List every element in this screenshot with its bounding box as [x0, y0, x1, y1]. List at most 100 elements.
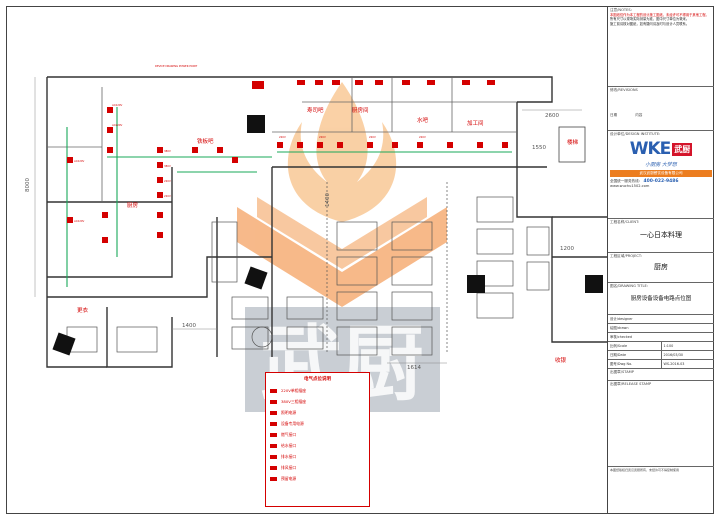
- watermark-chevron-inner-icon: [257, 197, 427, 269]
- company-name: 武汉武厨餐饮设备有限公司: [610, 170, 712, 177]
- legend-item: 燃气接口: [270, 429, 365, 440]
- svg-text:380V: 380V: [164, 149, 171, 153]
- project-cell: 工程名称/CLIENT: 一心日本料理: [608, 219, 714, 253]
- phone-label: 全国统一服务热线：: [610, 179, 643, 183]
- legend-title: 电气点位说明: [304, 377, 331, 382]
- company-logo: WKE 武厨: [610, 137, 712, 161]
- legend-item: 排风接口: [270, 462, 365, 473]
- stamp-cell: 出图章/STAMP: [608, 369, 714, 381]
- logo-slogan: 小厨房 大梦想: [645, 162, 677, 168]
- legend-swatch-icon: [270, 465, 277, 470]
- svg-text:220V: 220V: [319, 135, 326, 139]
- legend-swatch-icon: [270, 399, 277, 404]
- room-oil-area: 铁板吧: [197, 137, 214, 145]
- stamp-label: 出图章/STAMP: [610, 370, 634, 374]
- project-name: 一心日本料理: [640, 231, 682, 239]
- partitions: [47, 77, 517, 202]
- room-cashier: 收银: [555, 356, 567, 364]
- room-water-bar: 水吧: [417, 116, 429, 124]
- svg-text:220V: 220V: [164, 194, 171, 198]
- legend-item-label: 预留电源: [281, 476, 297, 481]
- legend-swatch-icon: [270, 421, 277, 426]
- legend-item: 预留电源: [270, 473, 365, 484]
- watermark-logo: [237, 82, 447, 412]
- designer-label: 设计/designer: [610, 317, 633, 321]
- dim-left: 8000: [25, 178, 31, 192]
- dining-tables: [66, 182, 550, 356]
- revision-col-content: 内容: [635, 113, 643, 117]
- seal-cell: 出图章/RELEASE STAMP: [608, 381, 714, 467]
- svg-text:220V: 220V: [164, 179, 171, 183]
- drawing-sheet: 武厨: [6, 6, 714, 514]
- logo-badge: 武厨: [672, 142, 693, 156]
- room-changing: 更衣: [77, 306, 89, 314]
- legend-box: 电气点位说明 220V单相插座 380V三相插座照明电源设备专用电源燃气接口给水接…: [265, 372, 370, 507]
- svg-text:220V: 220V: [369, 135, 376, 139]
- room-processing: 加工间: [467, 119, 484, 127]
- dwg-no-value: WS-2016-03: [660, 360, 715, 368]
- dim-right-low: 1200: [560, 246, 574, 252]
- legend-swatch-icon: [270, 476, 277, 481]
- footer-cell: 本图纸版权归武汉武厨所有，未经许可不得复制使用: [608, 467, 714, 477]
- legend-item-label: 照明电源: [281, 410, 297, 415]
- revision-col-date: 日期: [610, 113, 618, 117]
- dim-right-top: 2600: [545, 113, 559, 119]
- legend-item: 380V三相插座: [270, 396, 365, 407]
- room-noodle: 厨房间: [352, 106, 369, 114]
- column-markers: [52, 115, 603, 356]
- date-label: 日期/Date: [610, 353, 627, 357]
- drawn-label: 绘图/drawn: [610, 326, 629, 330]
- scale-label: 比例/Scale: [610, 344, 628, 348]
- svg-text:AC220V: AC220V: [112, 123, 122, 127]
- company-label: 设计单位/DESIGN INSTITUTE:: [610, 132, 661, 136]
- legend-item-label: 给水接口: [281, 443, 297, 448]
- legend-item: 220V单相插座: [270, 385, 365, 396]
- notes-cell: 注意/NOTES: 本图纸仅作为本工程的设计施工图纸，未经许可不得用于其他工程。…: [608, 7, 714, 87]
- svg-text:220V: 220V: [279, 135, 286, 139]
- electric-points: [67, 80, 508, 243]
- stair-box: [558, 126, 586, 163]
- dwg-no-label: 图号/Dwg No.: [610, 362, 633, 366]
- svg-text:380V: 380V: [164, 164, 171, 168]
- website: www.wuchu1502.com: [610, 184, 650, 188]
- legend-swatch-icon: [270, 443, 277, 448]
- legend-item-label: 380V三相插座: [281, 399, 307, 404]
- seal-label: 出图章/RELEASE STAMP: [610, 382, 652, 386]
- revision-cell: 修改/REVISIONS 日期 内容: [608, 87, 714, 131]
- dim-corridor: 1400: [182, 323, 196, 329]
- legend-item-label: 排水接口: [281, 454, 297, 459]
- dim-right-mid: 1550: [532, 145, 546, 151]
- legend-item: 设备专用电源: [270, 418, 365, 429]
- area-name: 厨房: [654, 263, 668, 271]
- room-sushi-bar: 寿司吧: [307, 106, 324, 114]
- dimension-labels: 8000 2600 1550 1200 1400 1614 1400: [25, 113, 574, 371]
- dim-vertical: 1400: [325, 193, 331, 207]
- water-lines: [66, 107, 512, 287]
- svg-text:AC220V: AC220V: [74, 219, 84, 223]
- drawing-name: 厨房设备设备电路点位图: [630, 296, 692, 302]
- floor-plan: 武厨: [7, 7, 607, 513]
- floor-plan-svg: 武厨: [25, 64, 607, 412]
- company-cell: 设计单位/DESIGN INSTITUTE: WKE 武厨 小厨房 大梦想 武汉…: [608, 131, 714, 219]
- dim-bottom: 1614: [407, 365, 421, 371]
- phone-number: 400-022-9486: [643, 179, 679, 184]
- legend-item-label: 排风接口: [281, 465, 297, 470]
- legend-swatch-icon: [270, 432, 277, 437]
- date-value: 2016/03/30: [660, 351, 715, 359]
- dimension-lines: [34, 77, 582, 364]
- note-3: 施工前请核对图纸，如有疑问请及时与设计人员联系。: [610, 21, 690, 26]
- legend-swatch-icon: [270, 388, 277, 393]
- room-kitchen: 厨房: [127, 201, 139, 209]
- legend-swatch-icon: [270, 410, 277, 415]
- legend-item-label: 设备专用电源: [281, 421, 304, 426]
- drawing-label: 图名/DRAWING TITLE:: [610, 284, 648, 288]
- title-block: 注意/NOTES: 本图纸仅作为本工程的设计施工图纸，未经许可不得用于其他工程。…: [607, 7, 714, 513]
- walls: [46, 76, 607, 368]
- svg-text:DEVICE DRAWING POWER POINT: DEVICE DRAWING POWER POINT: [155, 64, 198, 68]
- legend-item: 给水接口: [270, 440, 365, 451]
- legend-item-label: 220V单相插座: [281, 388, 307, 393]
- project-label: 工程名称/CLIENT:: [610, 220, 640, 224]
- footer-text: 本图纸版权归武汉武厨所有，未经许可不得复制使用: [610, 468, 680, 472]
- area-label: 工程区域/PROJECT:: [610, 254, 642, 258]
